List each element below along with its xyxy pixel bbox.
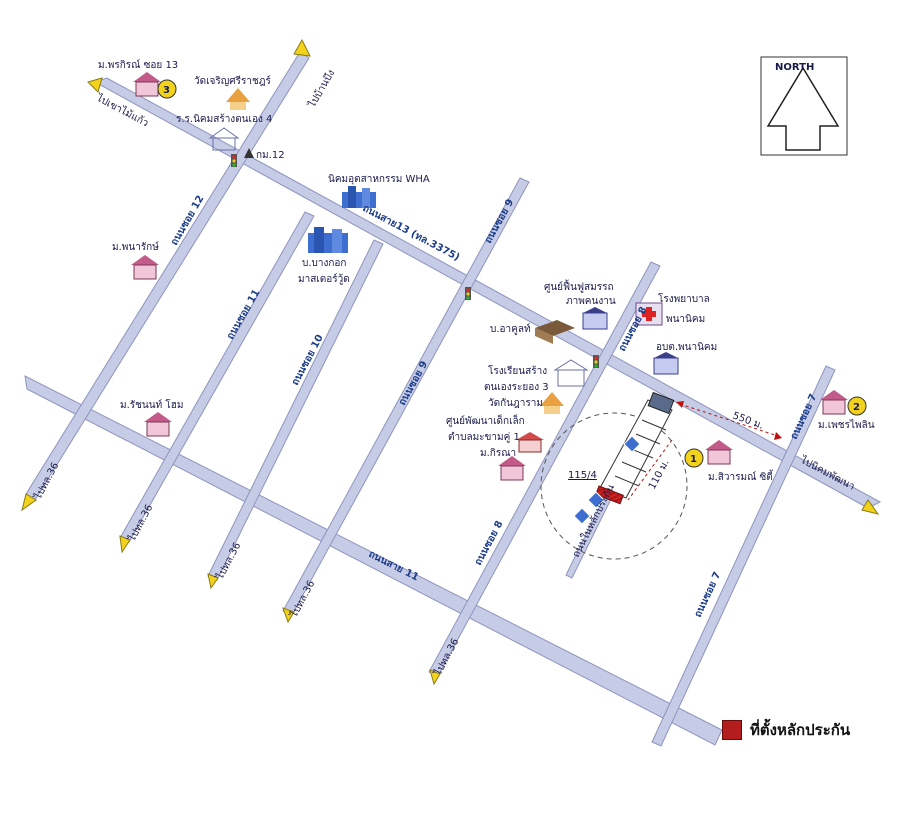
road-soi-10	[207, 239, 384, 581]
factory-icon	[342, 186, 376, 208]
marker-1-text: 1	[690, 454, 697, 465]
compass: NORTH	[760, 56, 848, 156]
traffic-lights	[231, 154, 599, 368]
distance-line	[679, 403, 779, 437]
label-childcare-2: ตำบลมะขามคู่ 1	[448, 432, 520, 443]
label-obt: อบต.พนานิคม	[656, 342, 717, 353]
company-icon	[535, 320, 575, 344]
arrow-icon	[87, 77, 103, 93]
marker-1	[684, 448, 704, 468]
hospital-icon	[635, 302, 663, 326]
legend-label: ที่ตั้งหลักประกัน	[750, 721, 851, 739]
house-icon	[820, 390, 848, 415]
roof-icon	[573, 507, 591, 525]
label-school-nikom: ร.ร.นิคมสร้างตนเอง 4	[176, 113, 272, 125]
place-labels: ม.พรกิรณ์ ซอย 13 วัดเจริญศรีราชฎร์ ร.ร.น…	[98, 59, 875, 483]
legend: ที่ตั้งหลักประกัน	[722, 718, 850, 742]
dir-banbueng: ไปบ้านบึง	[306, 68, 338, 111]
plot-row	[599, 399, 673, 499]
distance-110: 110 ม.	[647, 458, 672, 491]
factory-icon	[308, 227, 348, 253]
north-arrow-icon	[766, 66, 840, 151]
marker-3-text: 3	[163, 85, 170, 96]
lot-number: 115/4	[568, 470, 597, 481]
road-label-soi-9-upper: ถนนซอย 9	[483, 197, 516, 245]
arrow-icon	[861, 499, 880, 515]
direction-arrows	[21, 38, 880, 686]
marker-2-text: 2	[853, 402, 860, 413]
house-icon	[705, 440, 733, 465]
markers: 3 1 2	[157, 79, 867, 468]
label-km12: กม.12	[256, 150, 285, 161]
label-bangkok-master-2: มาสเตอร์วู้ด	[298, 273, 350, 285]
house-icon	[498, 456, 526, 481]
label-siwarom: ม.สิวารมณ์ ซิตี้	[708, 469, 774, 483]
legend-swatch	[722, 720, 742, 740]
roof-icon	[623, 435, 641, 453]
marker-3	[157, 79, 177, 99]
road-label-soi-9-lower: ถนนซอย 9	[397, 359, 430, 407]
temple-icon	[540, 392, 564, 414]
school-icon	[553, 359, 589, 387]
label-childcare-1: ศูนย์พัฒนาเด็กเล็ก	[446, 413, 525, 427]
childcare-icon	[516, 432, 544, 453]
label-school-build-2: ตนเองระยอง 3	[484, 382, 549, 393]
building-icon	[653, 352, 679, 375]
house-icon	[133, 72, 161, 97]
shophouse-icon	[647, 391, 675, 415]
building-icon	[582, 307, 608, 330]
distance-line	[627, 439, 673, 501]
label-pannarak: ม.พนารักษ์	[112, 241, 159, 253]
label-bangkok-master-1: บ.บางกอก	[302, 258, 347, 269]
label-hospital-2: พนานิคม	[666, 314, 705, 325]
label-temple-charoen: วัดเจริญศรีราชฎร์	[194, 75, 271, 87]
arrow-icon	[21, 493, 37, 512]
arrow-icon	[429, 669, 441, 686]
arrow-icon	[207, 573, 219, 590]
landmark-icons	[131, 72, 848, 481]
school-icon	[208, 127, 240, 151]
road-main-13	[93, 77, 882, 509]
label-rehab-2: ภาพคนงาน	[566, 296, 616, 307]
compass-label: NORTH	[775, 62, 814, 73]
arrow-icon	[293, 38, 311, 57]
arrow-icon	[119, 535, 131, 554]
label-rattanon: ม.รัชนนท์ โฮม	[120, 398, 183, 411]
collateral-marker	[595, 485, 624, 505]
road-soi-7	[651, 365, 836, 747]
label-hospital-1: โรงพยาบาล	[658, 292, 710, 305]
arrow-icon	[282, 607, 295, 624]
label-rehab-1: ศูนย์ฟื้นฟูสมรรถ	[544, 279, 614, 293]
house-icon	[144, 412, 172, 437]
label-temple-kan: วัดกันฎาราม	[488, 398, 543, 409]
collateral-plot	[540, 391, 782, 560]
km-post-icon	[244, 148, 254, 158]
label-kiran: ม.กิรณา	[480, 448, 516, 459]
label-akut: บ.อาคูลท์	[490, 323, 531, 335]
label-school-build-1: โรงเรียนสร้าง	[488, 364, 547, 377]
road-main-11	[24, 375, 723, 746]
label-villa-13: ม.พรกิรณ์ ซอย 13	[98, 59, 178, 71]
roads	[24, 51, 882, 747]
marker-2	[847, 396, 867, 416]
label-wha: นิคมอุตสาหกรรม WHA	[328, 174, 430, 185]
label-phetphailin: ม.เพชรไพลิน	[818, 419, 875, 431]
roof-icon	[587, 491, 605, 509]
temple-icon	[226, 88, 250, 110]
house-icon	[131, 255, 159, 280]
radius-circle	[540, 412, 688, 560]
